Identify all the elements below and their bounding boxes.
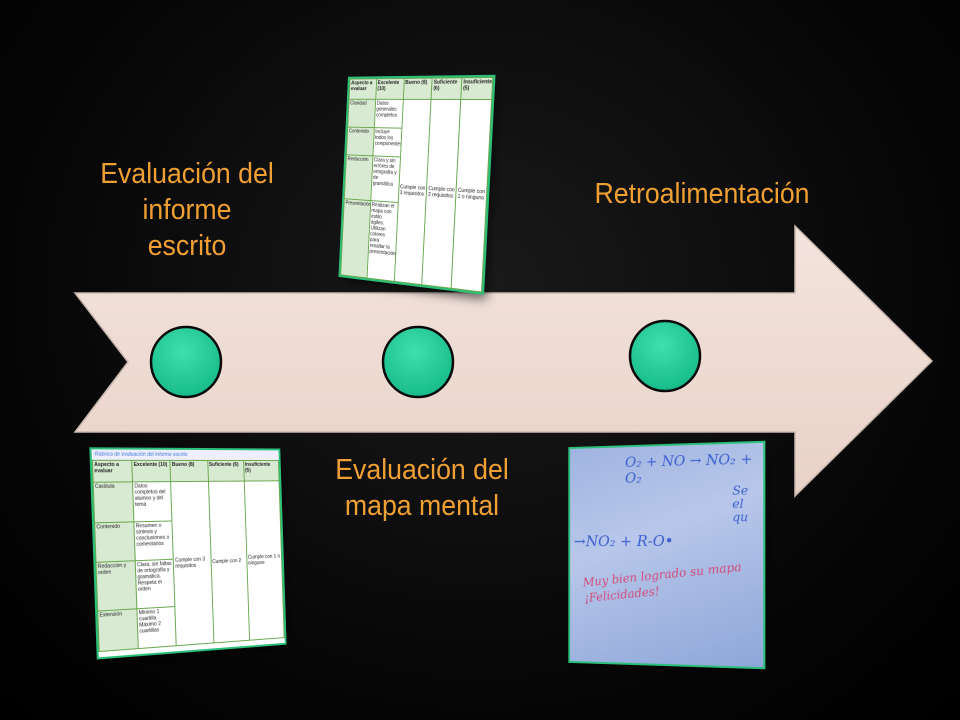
feedback-photo: O₂ + NO → NO₂ + O₂ →NO₂ + R-O• Se el qu … [570,443,763,667]
handwritten-fragment: Se el qu [732,484,761,524]
milestone-circle-2 [383,327,453,397]
table-cell: Clara y sin errores de ortografía y de g… [371,156,400,203]
written-report-rubric-image: Rúbrica de evaluación del informe escrit… [91,449,284,657]
milestone-circle-3 [630,321,700,391]
milestone-circle-1 [151,327,221,397]
mind-map-rubric-image: Aspecto a evaluar Excelente (10) Bueno (… [340,77,493,293]
rubric-title: Rúbrica de evaluación del informe escrit… [91,449,278,460]
handwritten-feedback-note: Muy bien logrado su mapa ¡Felicidades! [582,557,760,606]
table-cell: Realizan el mapa con estilo ágiles. Util… [367,201,398,281]
table-cell: Datos generales completos [374,99,403,128]
step-label-feedback: Retroalimentación [573,176,831,212]
table-cell: Redacción y orden [96,561,137,611]
header-cell: Insuficiente (5) [461,77,493,99]
table-cell: Presentación [341,199,371,278]
header-cell: Excelente (10) [376,78,404,99]
table-cell: Cumple con 2 [208,481,249,642]
table-cell: Cumple con 3 requisitos [171,482,214,646]
table-cell: Contenido [95,522,136,563]
step-label-written-report: Evaluación del informe escrito [100,156,275,264]
table-cell: Claridad [348,99,376,128]
table-cell: Incluye todos los componentes [373,128,402,158]
header-cell: Suficiente (6) [431,78,462,100]
table-cell: Cumple con 1 o ninguno [244,481,284,640]
rubric-table-top: Aspecto a evaluar Excelente (10) Bueno (… [340,77,493,293]
step-label-mind-map: Evaluación del mapa mental [330,452,514,524]
table-cell: Contenido [346,127,374,156]
header-cell: Bueno (8) [403,78,433,99]
header-cell: Aspecto a evaluar [92,460,132,482]
table-row: Carátula Datos completos del alumno y de… [93,481,280,522]
header-cell: Excelente (10) [132,460,171,482]
table-cell: Clara, sin faltas de ortografía y gramát… [135,560,175,610]
table-cell: Carátula [93,482,134,522]
table-cell: Redacción [344,155,372,201]
header-cell: Aspecto a evaluar [349,79,376,99]
table-cell: Resumen o síntesis y conclusiones o come… [134,521,174,561]
handwritten-equation-1: O₂ + NO → NO₂ + O₂ [625,451,763,487]
header-cell: Bueno (8) [170,460,208,482]
table-row: Claridad Datos generales completos Cumpl… [348,99,492,130]
table-cell: Datos completos del alumno y del tema [133,482,173,522]
rubric-table-bottom: Aspecto a evaluar Excelente (10) Bueno (… [92,460,285,652]
handwritten-equation-2: →NO₂ + R-O• [574,532,674,550]
header-cell: Insuficiente (5) [243,461,279,482]
header-cell: Suficiente (6) [207,460,244,481]
table-cell: Extensión [98,609,139,651]
table-cell: Mínimo 1 cuartilla Máximo 2 cuartillas [137,607,176,649]
